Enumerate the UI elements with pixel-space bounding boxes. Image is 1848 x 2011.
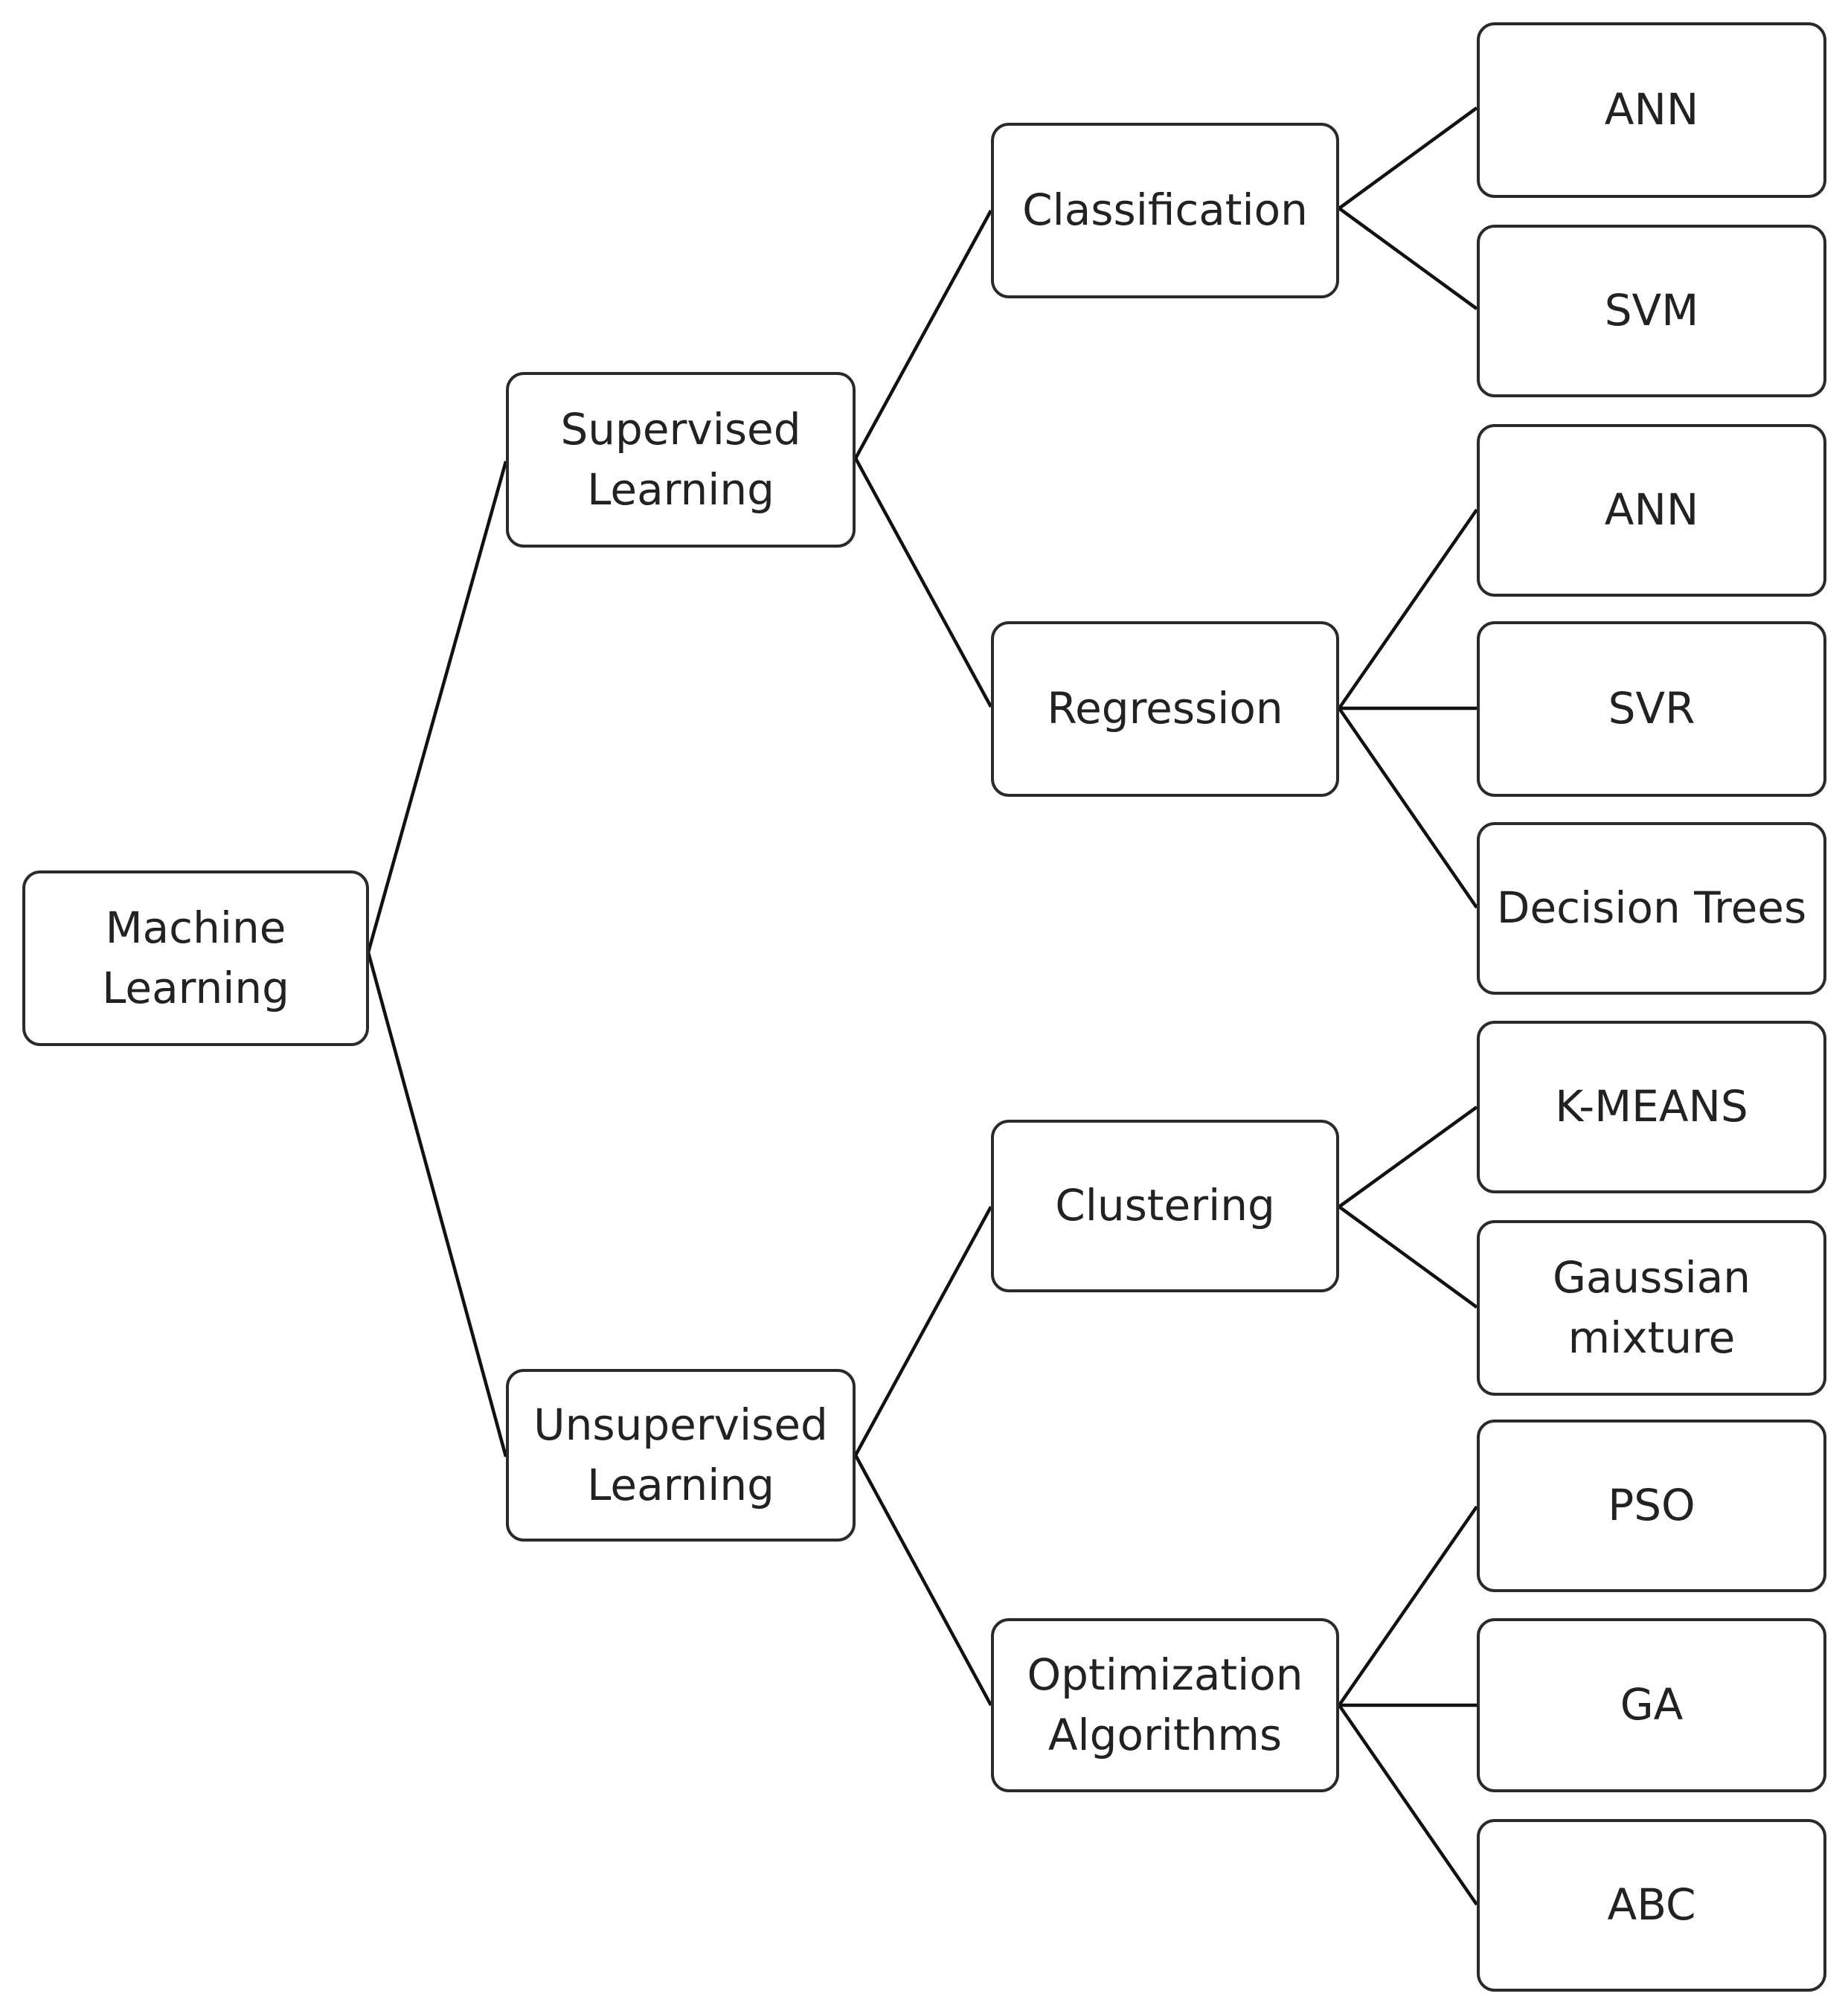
node-ann-classification: ANN xyxy=(1477,22,1826,198)
node-k-means-label: K-MEANS xyxy=(1555,1081,1748,1132)
node-regression: Regression xyxy=(991,621,1339,797)
node-machine-learning-label: Machine Learning xyxy=(102,902,289,1013)
node-supervised-learning: Supervised Learning xyxy=(506,372,856,548)
node-clustering-label: Clustering xyxy=(1055,1180,1275,1231)
node-ga: GA xyxy=(1477,1618,1826,1792)
connector-unsupervised-clustering xyxy=(854,1205,992,1457)
node-machine-learning: Machine Learning xyxy=(22,870,369,1046)
node-ga-label: GA xyxy=(1620,1679,1684,1731)
node-ann-classification-label: ANN xyxy=(1604,84,1699,135)
node-classification-label: Classification xyxy=(1022,185,1308,236)
node-optimization-algorithms-label: Optimization Algorithms xyxy=(1027,1649,1303,1760)
node-decision-trees-label: Decision Trees xyxy=(1496,882,1807,934)
connector-optimization-abc xyxy=(1338,1704,1478,1906)
node-svm: SVM xyxy=(1477,225,1826,397)
connector-classification-svm xyxy=(1338,207,1478,310)
node-svr: SVR xyxy=(1477,621,1826,797)
connector-supervised-regression xyxy=(854,457,992,708)
node-decision-trees: Decision Trees xyxy=(1477,822,1826,995)
node-svm-label: SVM xyxy=(1604,285,1699,336)
node-unsupervised-learning-label: Unsupervised Learning xyxy=(533,1399,828,1510)
node-svr-label: SVR xyxy=(1608,683,1695,734)
connector-optimization-pso xyxy=(1338,1505,1478,1707)
connector-unsupervised-optimization xyxy=(854,1454,992,1707)
connector-root-supervised xyxy=(366,461,508,953)
node-regression-label: Regression xyxy=(1047,683,1283,734)
node-clustering: Clustering xyxy=(991,1120,1339,1292)
node-gaussian-mixture: Gaussian mixture xyxy=(1477,1220,1826,1396)
connector-root-unsupervised xyxy=(366,952,508,1457)
node-supervised-learning-label: Supervised Learning xyxy=(560,403,801,515)
connector-classification-ann xyxy=(1338,106,1478,210)
node-abc: ABC xyxy=(1477,1819,1826,1992)
node-ann-regression: ANN xyxy=(1477,424,1826,597)
node-optimization-algorithms: Optimization Algorithms xyxy=(991,1618,1339,1792)
connector-regression-ann xyxy=(1338,508,1478,710)
connector-supervised-classification xyxy=(854,209,992,460)
node-abc-label: ABC xyxy=(1607,1879,1696,1931)
node-pso: PSO xyxy=(1477,1420,1826,1592)
connector-clustering-kmeans xyxy=(1338,1106,1478,1208)
node-classification: Classification xyxy=(991,123,1339,298)
node-k-means: K-MEANS xyxy=(1477,1021,1826,1193)
connector-clustering-gaussian xyxy=(1338,1205,1478,1309)
node-unsupervised-learning: Unsupervised Learning xyxy=(506,1369,856,1542)
node-gaussian-mixture-label: Gaussian mixture xyxy=(1552,1251,1751,1363)
node-ann-regression-label: ANN xyxy=(1604,484,1699,536)
node-pso-label: PSO xyxy=(1608,1480,1695,1531)
connector-regression-decision-trees xyxy=(1338,707,1478,909)
